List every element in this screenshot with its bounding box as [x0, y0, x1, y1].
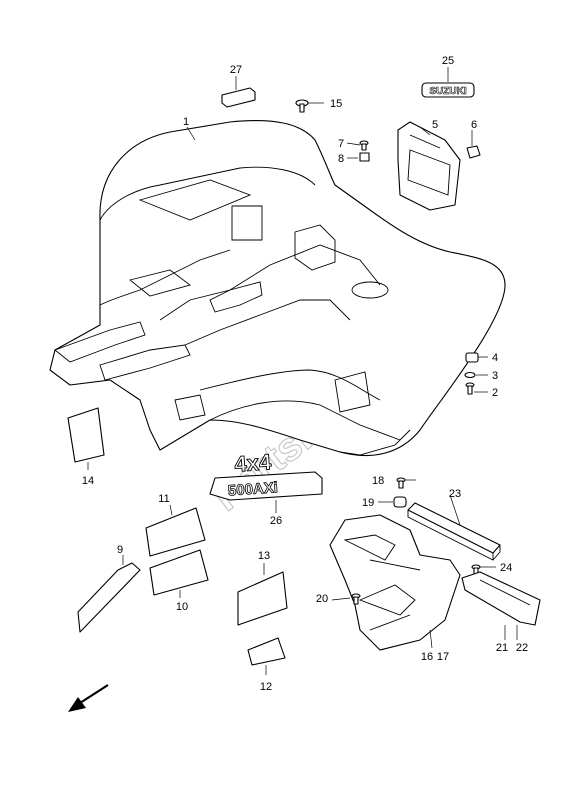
callout-21: 21 [496, 642, 508, 654]
rod-part-23 [407, 502, 501, 554]
callout-4: 4 [492, 352, 498, 364]
callout-26: 26 [270, 515, 282, 527]
washer-part-3 [464, 371, 476, 379]
callout-11: 11 [158, 493, 169, 505]
sheet-part-9 [77, 562, 141, 633]
callout-20: 20 [316, 593, 328, 605]
emblem-4x4-text: 4x4 [234, 449, 273, 477]
sheet-part-13 [237, 571, 288, 626]
rear-fender-main-body [49, 120, 506, 457]
sheet-part-14 [67, 407, 105, 463]
grommet-part-4 [465, 352, 479, 363]
screw-part-20 [351, 593, 361, 605]
callout-10: 10 [176, 601, 188, 613]
sheet-part-12 [247, 637, 286, 666]
emblem-500axi-text: 500AXi [227, 479, 278, 499]
4x4-500axi-emblem: 4x4 500AXi [209, 449, 323, 501]
callout-19: 19 [362, 497, 374, 509]
sheet-part-11 [145, 507, 206, 557]
nut-part-8 [359, 152, 370, 162]
callout-1: 1 [183, 116, 189, 128]
clip-part-6 [466, 145, 481, 159]
mud-flap-part-21-22 [461, 571, 541, 626]
callout-17: 17 [437, 651, 449, 663]
callout-6: 6 [471, 119, 477, 131]
callout-labels: 27 15 1 7 8 5 6 25 4 3 2 14 26 11 10 9 1… [82, 55, 528, 693]
callout-23: 23 [449, 488, 461, 500]
callout-14: 14 [82, 475, 94, 487]
front-direction-arrow-icon [68, 684, 109, 712]
callout-27: 27 [230, 64, 242, 76]
leader-lines [87, 67, 518, 675]
callout-8: 8 [338, 153, 344, 165]
screw-part-18 [396, 477, 406, 489]
bolt-part-15 [295, 99, 309, 113]
callout-5: 5 [432, 119, 438, 131]
callout-24: 24 [500, 562, 512, 574]
suzuki-emblem-text: SUZUKI [429, 86, 466, 97]
callout-22: 22 [516, 642, 528, 654]
suzuki-emblem: SUZUKI [421, 82, 475, 98]
callout-13: 13 [258, 550, 270, 562]
callout-16: 16 [421, 651, 433, 663]
callout-3: 3 [492, 370, 498, 382]
bracket-part-5 [397, 121, 461, 211]
nut-part-19 [393, 496, 407, 508]
small-block-part [221, 87, 256, 108]
callout-12: 12 [260, 681, 272, 693]
screw-part-7 [359, 140, 369, 151]
callout-25: 25 [442, 55, 454, 67]
mudguard-part-16-17 [329, 514, 461, 651]
callout-18: 18 [372, 475, 384, 487]
callout-9: 9 [117, 544, 123, 556]
sheet-part-10 [149, 549, 209, 596]
callout-7: 7 [338, 138, 344, 150]
screw-part-2 [465, 382, 475, 395]
callout-2: 2 [492, 387, 498, 399]
callout-15: 15 [330, 98, 342, 110]
